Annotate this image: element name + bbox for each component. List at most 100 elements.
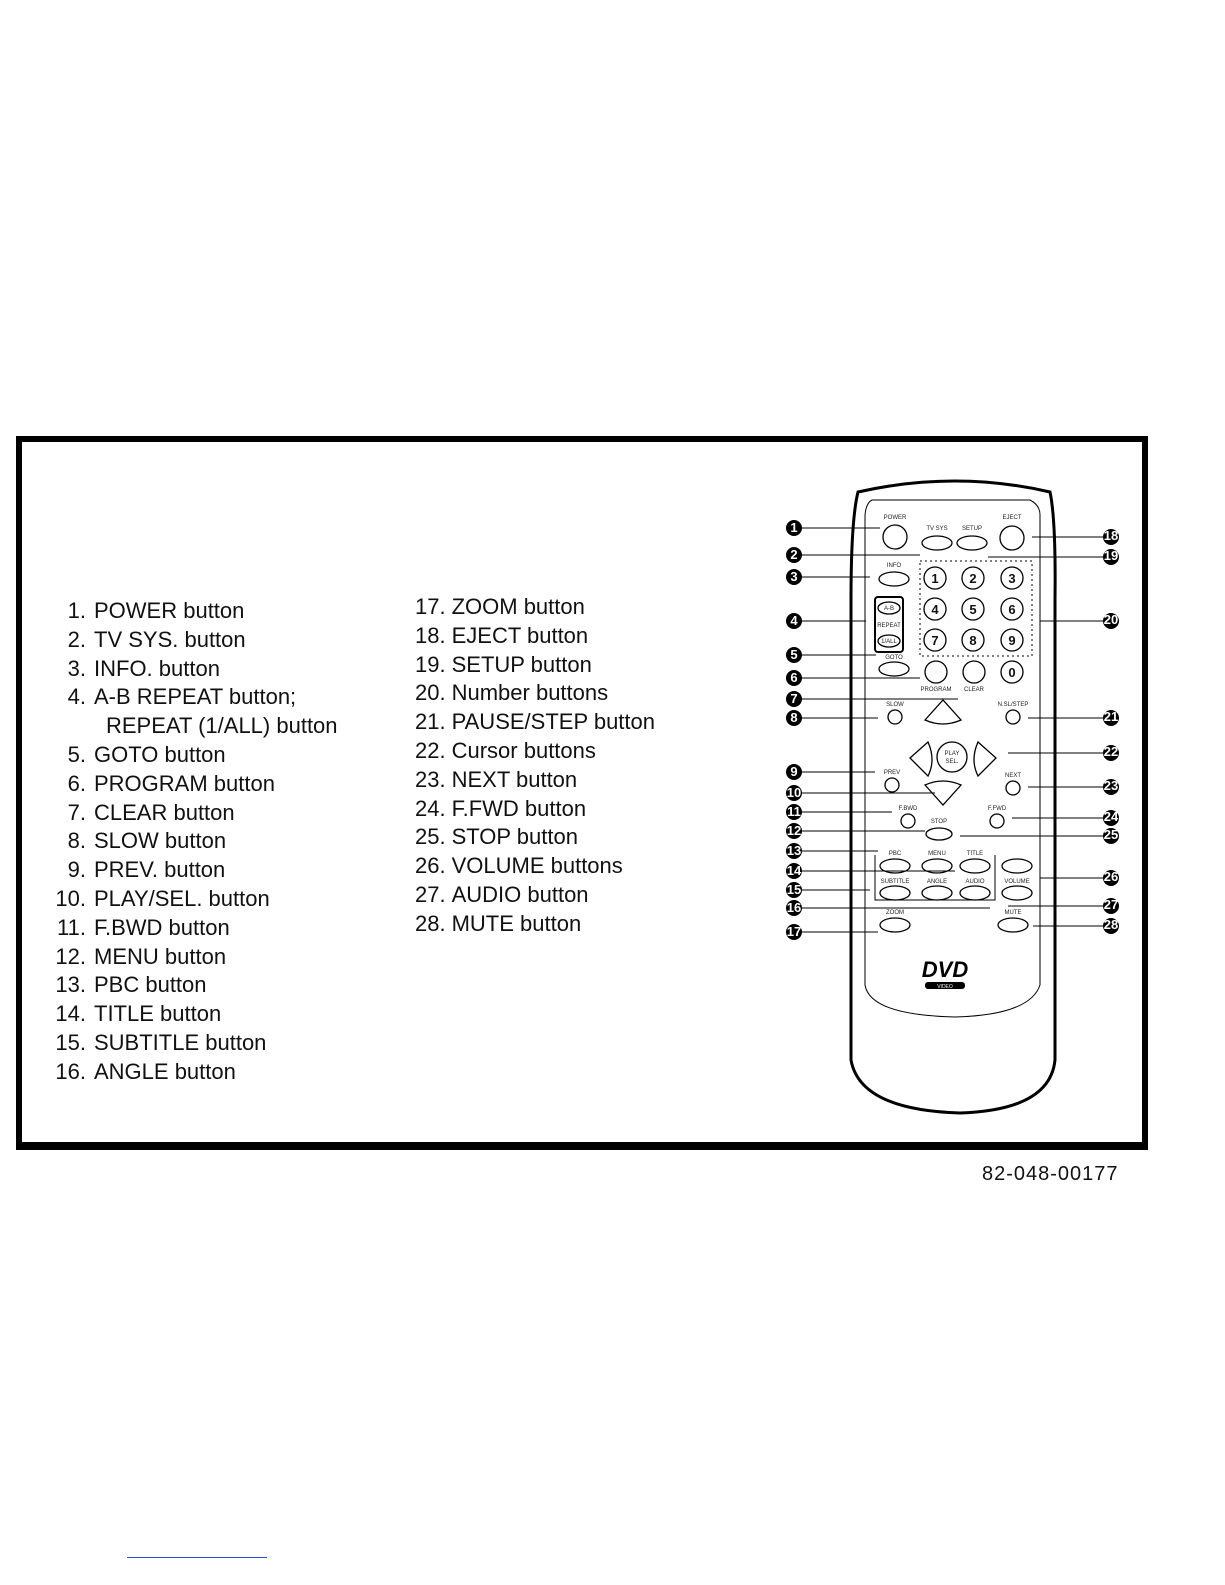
callout-marker	[786, 924, 802, 940]
legend-item: 9.PREV. button	[50, 856, 338, 885]
callout-number: 15	[787, 882, 801, 897]
callout-number: 6	[790, 670, 797, 685]
callout-number: 1	[790, 520, 797, 535]
title-label: TITLE	[967, 851, 983, 857]
legend-number: 12.	[55, 943, 86, 969]
legend-number: 23.	[415, 766, 446, 792]
1all-label: 1/ALL	[881, 639, 897, 645]
legend-item: 26.VOLUME buttons	[415, 852, 655, 881]
zoom-button	[879, 917, 911, 933]
volume-up-button	[1001, 858, 1033, 874]
callout-marker	[1103, 810, 1119, 826]
legend-item: 20.Number buttons	[415, 679, 655, 708]
legend-label: VOLUME buttons	[451, 853, 623, 879]
clear-button	[962, 660, 986, 684]
legend-item: 21.PAUSE/STEP button	[415, 708, 655, 737]
number-button	[961, 566, 985, 590]
legend-label: AUDIO button	[451, 881, 589, 907]
legend-label: ZOOM button	[451, 594, 585, 619]
setup-button	[956, 535, 988, 551]
legend-item: 18.EJECT button	[415, 622, 655, 651]
legend-item: 19.SETUP button	[415, 651, 655, 680]
callout-number: 22	[1104, 744, 1118, 759]
legend-number: 1.	[67, 598, 86, 623]
slow-button	[887, 709, 903, 725]
legend-label: TV SYS. button	[94, 626, 246, 652]
sel-label: SEL.	[945, 759, 958, 765]
fbwd-button	[900, 813, 916, 829]
legend-number: 17.	[415, 594, 446, 619]
number-button	[1000, 628, 1024, 652]
number-button	[961, 597, 985, 621]
cursor-right-button	[973, 740, 997, 778]
legend-item: 15. SUBTITLE button	[50, 1029, 338, 1058]
callout-number: 19	[1104, 548, 1118, 563]
legend-number: 16.	[55, 1058, 86, 1084]
callout-number: 21	[1104, 709, 1118, 724]
callout-number: 14	[787, 863, 802, 878]
legend-item: 8.SLOW button	[50, 827, 338, 856]
legend-number: 11.	[57, 914, 86, 940]
callout-marker	[1103, 918, 1119, 934]
tv-sys-button	[921, 535, 953, 551]
callout-marker	[1103, 613, 1119, 629]
legend-label: CLEAR button	[94, 799, 235, 825]
legend-item: 4.A-B REPEAT button;	[50, 683, 338, 712]
legend-number: 13.	[55, 972, 86, 998]
menu-button	[921, 858, 953, 874]
volume-down-button	[1001, 885, 1033, 901]
legend-item: 27.AUDIO button	[415, 881, 655, 910]
legend-label: INFO. button	[94, 655, 220, 681]
play-sel-button	[936, 741, 968, 773]
menu-label: MENU	[928, 851, 946, 857]
subtitle-button	[879, 885, 911, 901]
callout-marker	[1103, 898, 1119, 914]
digit-label: 0	[1008, 665, 1015, 680]
legend-label: PBC button	[94, 972, 207, 998]
legend-item: 28.MUTE button	[415, 910, 655, 939]
legend-number: 7.	[67, 799, 86, 825]
callout-number: 11	[787, 804, 801, 819]
prev-button	[884, 777, 900, 793]
legend-label: REPEAT (1/ALL) button	[106, 713, 338, 739]
digit-label: 9	[1008, 633, 1015, 648]
callout-marker	[786, 785, 802, 801]
cursor-down-button	[923, 780, 963, 806]
pause-step-button	[1005, 709, 1021, 725]
callout-number: 3	[790, 569, 797, 584]
ab-label: A-B	[884, 606, 894, 612]
legend-number: 14.	[55, 1001, 86, 1027]
legend-number: 21.	[415, 709, 446, 735]
callout-marker	[1103, 779, 1119, 795]
eject-label: EJECT	[1002, 515, 1021, 521]
digit-label: 7	[931, 633, 938, 648]
legend-label: POWER button	[94, 598, 245, 623]
callout-number: 28	[1104, 917, 1118, 932]
legend-label: Cursor buttons	[451, 737, 596, 763]
legend-number: 27.	[415, 881, 446, 907]
goto-label: GOTO	[885, 655, 903, 661]
legend-label: SUBTITLE button	[94, 1029, 267, 1055]
legend-number: 4.	[67, 684, 86, 710]
callout-marker	[786, 613, 802, 629]
callout-marker	[1103, 529, 1119, 545]
callout-marker	[786, 710, 802, 726]
callout-marker	[1103, 870, 1119, 886]
callout-marker	[1103, 745, 1119, 761]
legend-item: 10.PLAY/SEL. button	[50, 885, 338, 914]
legend-item: 25.STOP button	[415, 823, 655, 852]
part-number: 82-048-00177	[982, 1163, 1119, 1185]
legend-number: 25.	[415, 824, 446, 850]
callout-marker	[786, 520, 802, 536]
pbc-label: PBC	[889, 851, 902, 857]
callout-number: 24	[1104, 809, 1119, 824]
underline-mark	[127, 1557, 267, 1558]
legend-number: 15.	[55, 1029, 86, 1055]
callout-marker	[786, 804, 802, 820]
legend-label: SLOW button	[94, 828, 227, 854]
remote-body	[849, 479, 1057, 1115]
legend-label: PREV. button	[94, 857, 226, 883]
audio-label: AUDIO	[965, 879, 984, 885]
zoom-label: ZOOM	[886, 910, 904, 916]
legend-label: ANGLE button	[94, 1058, 236, 1084]
